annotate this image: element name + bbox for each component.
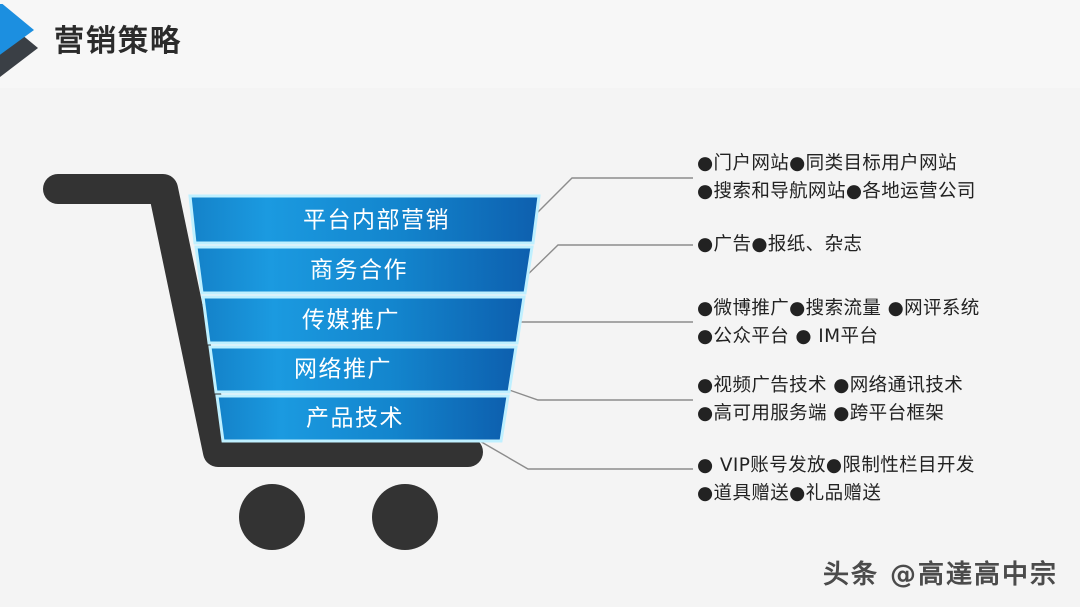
detail-block-network-promotion: ●视频广告技术 ●网络通讯技术 ●高可用服务端 ●跨平台框架 bbox=[697, 372, 963, 428]
detail-line: ●广告●报纸、杂志 bbox=[697, 234, 863, 255]
detail-block-platform-marketing: ●门户网站●同类目标用户网站 ●搜索和导航网站●各地运营公司 bbox=[697, 150, 976, 206]
funnel-bar-label: 产品技术 bbox=[306, 406, 404, 432]
funnel-bar bbox=[201, 295, 526, 345]
detail-line: ●公众平台 ● IM平台 bbox=[697, 326, 879, 347]
funnel-bar-label: 商务合作 bbox=[310, 258, 408, 284]
detail-line: ● VIP账号发放●限制性栏目开发 bbox=[697, 455, 975, 476]
detail-line: ●门户网站●同类目标用户网站 bbox=[697, 153, 957, 174]
funnel-bar bbox=[208, 345, 518, 394]
detail-block-media-promotion: ●微博推广●搜索流量 ●网评系统 ●公众平台 ● IM平台 bbox=[697, 295, 980, 351]
funnel-bar-label: 网络推广 bbox=[294, 357, 392, 383]
page-title: 营销策略 bbox=[54, 24, 182, 59]
stacked-diamond-logo-icon bbox=[0, 4, 38, 77]
detail-line: ●微博推广●搜索流量 ●网评系统 bbox=[697, 298, 980, 319]
header-band bbox=[0, 0, 1080, 88]
detail-block-product-technology: ● VIP账号发放●限制性栏目开发 ●道具赠送●礼品赠送 bbox=[697, 452, 975, 508]
detail-line: ●搜索和导航网站●各地运营公司 bbox=[697, 181, 976, 202]
funnel-bar-label: 平台内部营销 bbox=[303, 208, 450, 234]
funnel-bar bbox=[215, 394, 510, 443]
detail-block-business-cooperation: ●广告●报纸、杂志 bbox=[697, 231, 862, 259]
detail-line: ●道具赠送●礼品赠送 bbox=[697, 483, 882, 504]
funnel-bar-label: 传媒推广 bbox=[302, 308, 400, 334]
funnel-bar bbox=[194, 245, 534, 295]
detail-line: ●视频广告技术 ●网络通讯技术 bbox=[697, 375, 964, 396]
watermark: 头条 @高達高中宗 bbox=[822, 560, 1058, 590]
detail-line: ●高可用服务端 ●跨平台框架 bbox=[697, 403, 945, 424]
funnel-bar bbox=[188, 194, 541, 245]
